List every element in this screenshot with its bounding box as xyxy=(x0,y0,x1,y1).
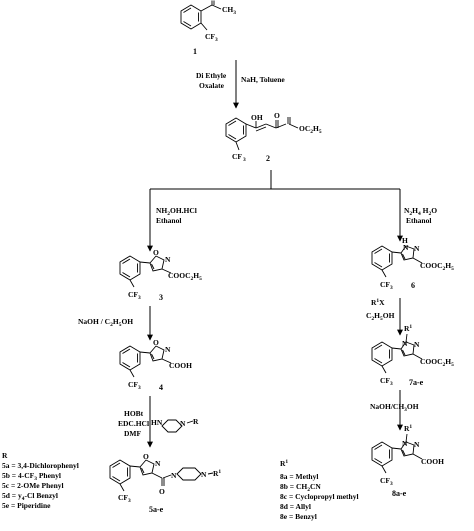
svg-text:HN: HN xyxy=(151,418,163,427)
reagents-step-4: NaOH / C2H5OH xyxy=(78,317,133,328)
reagents-step-3: N2H4 H2O Ethanol xyxy=(404,206,437,225)
svg-text:NaH, Toluene: NaH, Toluene xyxy=(241,75,285,84)
compound-7: R1 N N COOC2H5 CF3 7a-e xyxy=(371,324,454,387)
compound-8-label: 8a-e xyxy=(392,489,407,498)
compound-5: O N O N N R1 CF3 5a-e xyxy=(109,452,221,514)
ethyl-ester: OC2H5 xyxy=(299,124,322,135)
svg-text:N: N xyxy=(403,243,409,252)
legend-8-item: 8a = Methyl xyxy=(280,472,318,481)
svg-text:O: O xyxy=(153,248,159,257)
reagents-step-1: Di Ethyle Oxalate NaH, Toluene xyxy=(196,71,285,90)
compound-2-label: 2 xyxy=(266,154,270,163)
legend-8-item: 8d = Allyl xyxy=(280,502,311,511)
legend-5-item: 5e = Piperidine xyxy=(2,501,51,510)
svg-text:O: O xyxy=(153,338,159,347)
compound-6: H N N COOC2H5 CF3 6 xyxy=(371,236,454,291)
svg-text:R1: R1 xyxy=(404,324,412,333)
svg-text:N: N xyxy=(414,440,420,449)
svg-text:CF3: CF3 xyxy=(380,476,393,487)
svg-text:DMF: DMF xyxy=(124,429,141,438)
compound-8: R1 N N COOH CF3 8a-e xyxy=(371,424,444,498)
svg-text:HOBt: HOBt xyxy=(124,409,144,418)
compound-4-label: 4 xyxy=(159,383,163,392)
compound-3-label: 3 xyxy=(159,293,163,302)
svg-text:COOC2H5: COOC2H5 xyxy=(168,271,202,282)
svg-text:Ethanol: Ethanol xyxy=(156,216,181,225)
compound-1-label: 1 xyxy=(193,47,197,56)
svg-text:3: 3 xyxy=(243,157,246,163)
reagents-step-7: NaOH/CH3OH xyxy=(370,402,419,413)
svg-text:O: O xyxy=(143,452,149,461)
svg-text:H: H xyxy=(402,236,408,245)
svg-text:N: N xyxy=(201,470,207,479)
reagents-step-2: NH2OH.HCl Ethanol xyxy=(156,206,197,225)
svg-text:CF3: CF3 xyxy=(380,376,393,387)
svg-text:N2H4 H2O: N2H4 H2O xyxy=(404,206,437,217)
svg-text:Di Ethyle: Di Ethyle xyxy=(196,71,227,80)
svg-text:CF3: CF3 xyxy=(128,290,141,301)
svg-text:N: N xyxy=(171,471,177,480)
compound-1: CH3 CF3 1 xyxy=(180,0,236,56)
svg-text:C2H5OH: C2H5OH xyxy=(366,311,395,322)
svg-text:O: O xyxy=(159,487,165,496)
compound-6-label: 6 xyxy=(411,281,415,290)
svg-text:COOH: COOH xyxy=(421,457,444,466)
reagents-step-6: R1X C2H5OH xyxy=(366,298,395,322)
compound-2: OH O OC2H5 CF 3 2 xyxy=(225,111,322,163)
svg-text:N: N xyxy=(402,339,408,348)
svg-text:N: N xyxy=(180,419,186,428)
svg-text:OH: OH xyxy=(251,113,263,122)
legend-8-item: 8c = Cyclopropyl methyl xyxy=(280,492,359,501)
svg-text:O: O xyxy=(274,111,280,120)
svg-text:N: N xyxy=(414,244,420,253)
svg-text:COOC2H5: COOC2H5 xyxy=(420,357,454,368)
legend-series-5: R 5a = 3,4-Dichlorophenyl 5b = 4-CF3 Phe… xyxy=(2,451,79,510)
compound-4: O N COOH CF3 4 xyxy=(119,338,192,392)
svg-text:COOH: COOH xyxy=(169,361,192,370)
svg-text:N: N xyxy=(165,255,171,264)
svg-text:N: N xyxy=(155,459,161,468)
svg-text:CF3: CF3 xyxy=(380,280,393,291)
svg-text:Oxalate: Oxalate xyxy=(199,81,225,90)
compound-3: O N COOC2H5 CF3 3 xyxy=(119,248,202,302)
svg-text:Ethanol: Ethanol xyxy=(406,216,431,225)
compound-7-label: 7a-e xyxy=(409,378,424,387)
svg-text:N: N xyxy=(165,345,171,354)
cf3-group: CF3 xyxy=(205,32,218,43)
svg-text:CF3: CF3 xyxy=(118,493,131,504)
svg-text:R1: R1 xyxy=(213,469,221,478)
svg-text:CF3: CF3 xyxy=(128,380,141,391)
svg-text:COOC2H5: COOC2H5 xyxy=(420,261,454,272)
legend-8-header: R1 xyxy=(280,459,288,468)
svg-text:N: N xyxy=(402,439,408,448)
legend-5-item: 5c = 2-OMe Phenyl xyxy=(2,481,64,490)
svg-text:R1X: R1X xyxy=(371,298,385,307)
svg-text:R1: R1 xyxy=(404,424,412,433)
legend-series-8: R1 8a = Methyl 8b = CH2CN 8c = Cycloprop… xyxy=(280,459,359,521)
svg-text:CF: CF xyxy=(232,152,242,161)
svg-text:N: N xyxy=(414,340,420,349)
legend-5-header: R xyxy=(2,451,8,460)
legend-5-item: 5d = y4-Cl Benzyl xyxy=(2,491,58,502)
legend-8-item: 8b = CH2CN xyxy=(280,482,321,493)
legend-5-item: 5a = 3,4-Dichlorophenyl xyxy=(2,461,79,470)
legend-8-item: 8e = Benzyl xyxy=(280,512,317,521)
compound-5-label: 5a-e xyxy=(149,505,164,514)
svg-text:EDC.HCl: EDC.HCl xyxy=(118,419,149,428)
methyl-group: CH3 xyxy=(222,5,236,16)
reagents-step-5: HOBt EDC.HCl DMF HN N R xyxy=(118,409,199,438)
legend-5-item: 5b = 4-CF3 Phenyl xyxy=(2,471,61,482)
svg-text:NH2OH.HCl: NH2OH.HCl xyxy=(156,206,197,217)
svg-text:R: R xyxy=(193,417,199,426)
